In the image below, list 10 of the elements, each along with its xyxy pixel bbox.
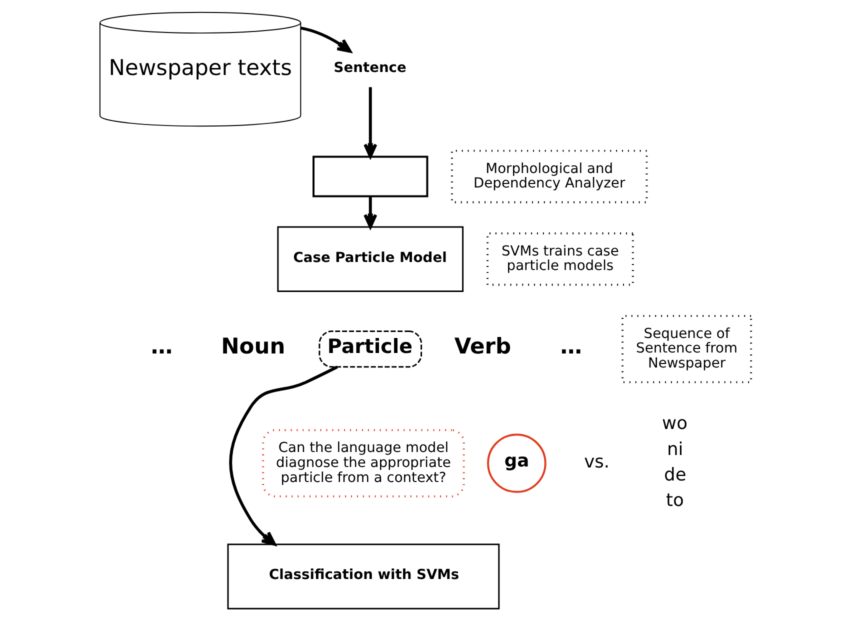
label: … bbox=[150, 334, 172, 360]
node-text: Sentence bbox=[333, 60, 406, 76]
label: wo bbox=[662, 413, 687, 434]
label: ni bbox=[666, 438, 683, 460]
label: … bbox=[560, 334, 582, 360]
label: Noun bbox=[220, 334, 285, 360]
label: vs. bbox=[584, 452, 610, 473]
label: Verb bbox=[454, 334, 511, 360]
label: de bbox=[664, 464, 686, 486]
label: to bbox=[666, 490, 684, 512]
